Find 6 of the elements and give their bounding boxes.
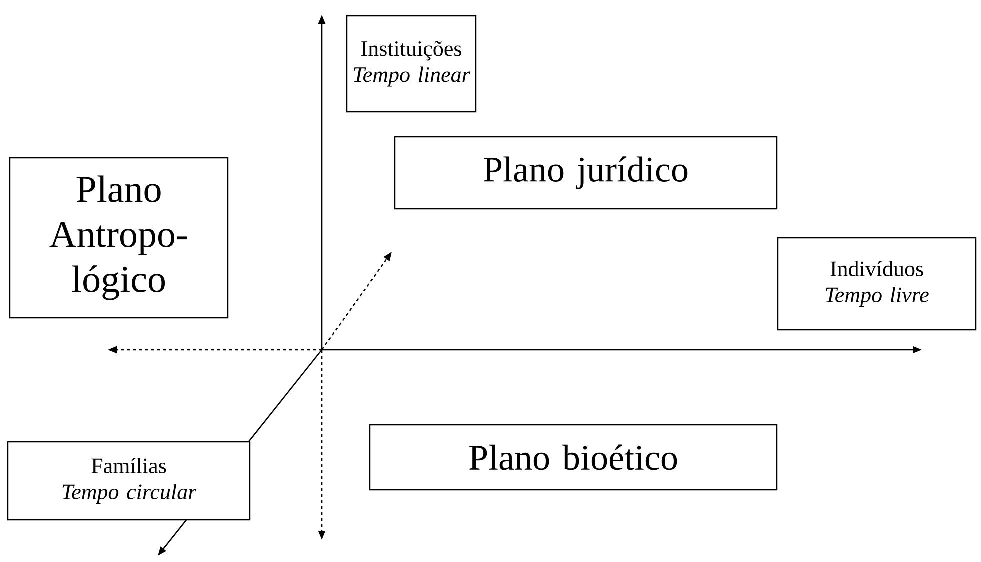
text-box: Instituições Tempo linear xyxy=(346,15,477,113)
text-box: Famílias Tempo circular xyxy=(7,441,251,521)
plane-box: Plano Antropo-lógico xyxy=(9,157,229,319)
plane-box: Plano jurídico xyxy=(394,136,778,210)
plane-box: Plano bioético xyxy=(369,424,778,491)
text-box: Indivíduos Tempo livre xyxy=(777,237,977,331)
